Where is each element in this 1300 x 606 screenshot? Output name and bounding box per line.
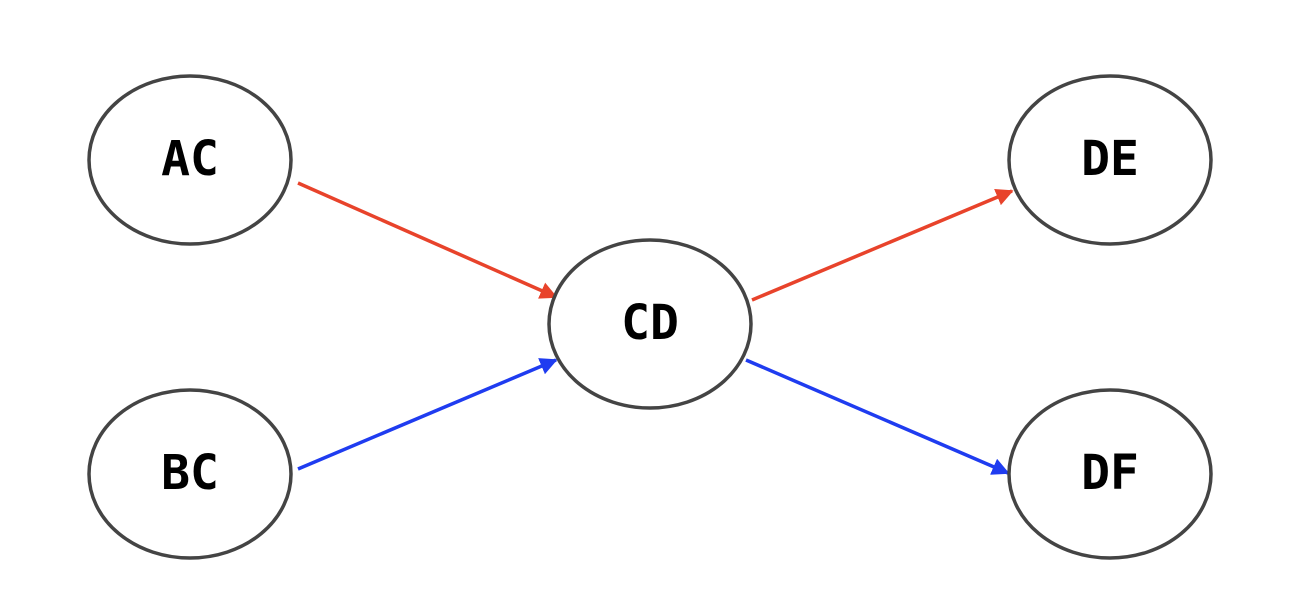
node-ac: AC <box>87 74 293 246</box>
node-de-ellipse <box>1007 74 1213 246</box>
edge-bc-to-cd <box>297 358 558 471</box>
node-ac-ellipse <box>87 74 293 246</box>
node-de: DE <box>1007 74 1213 246</box>
edge-cd-to-de <box>751 189 1014 302</box>
node-cd: CD <box>547 238 753 410</box>
node-cd-label: CD <box>621 295 679 351</box>
node-bc-label: BC <box>161 445 219 501</box>
node-df: DF <box>1007 388 1213 560</box>
node-cd-ellipse <box>547 238 753 410</box>
edge-ac-to-cd <box>297 181 558 299</box>
edge-cd-to-df <box>745 358 1010 475</box>
node-bc: BC <box>87 388 293 560</box>
node-de-label: DE <box>1081 131 1139 187</box>
node-df-ellipse <box>1007 388 1213 560</box>
node-df-label: DF <box>1081 445 1139 501</box>
node-ac-label: AC <box>161 131 219 187</box>
node-bc-ellipse <box>87 388 293 560</box>
